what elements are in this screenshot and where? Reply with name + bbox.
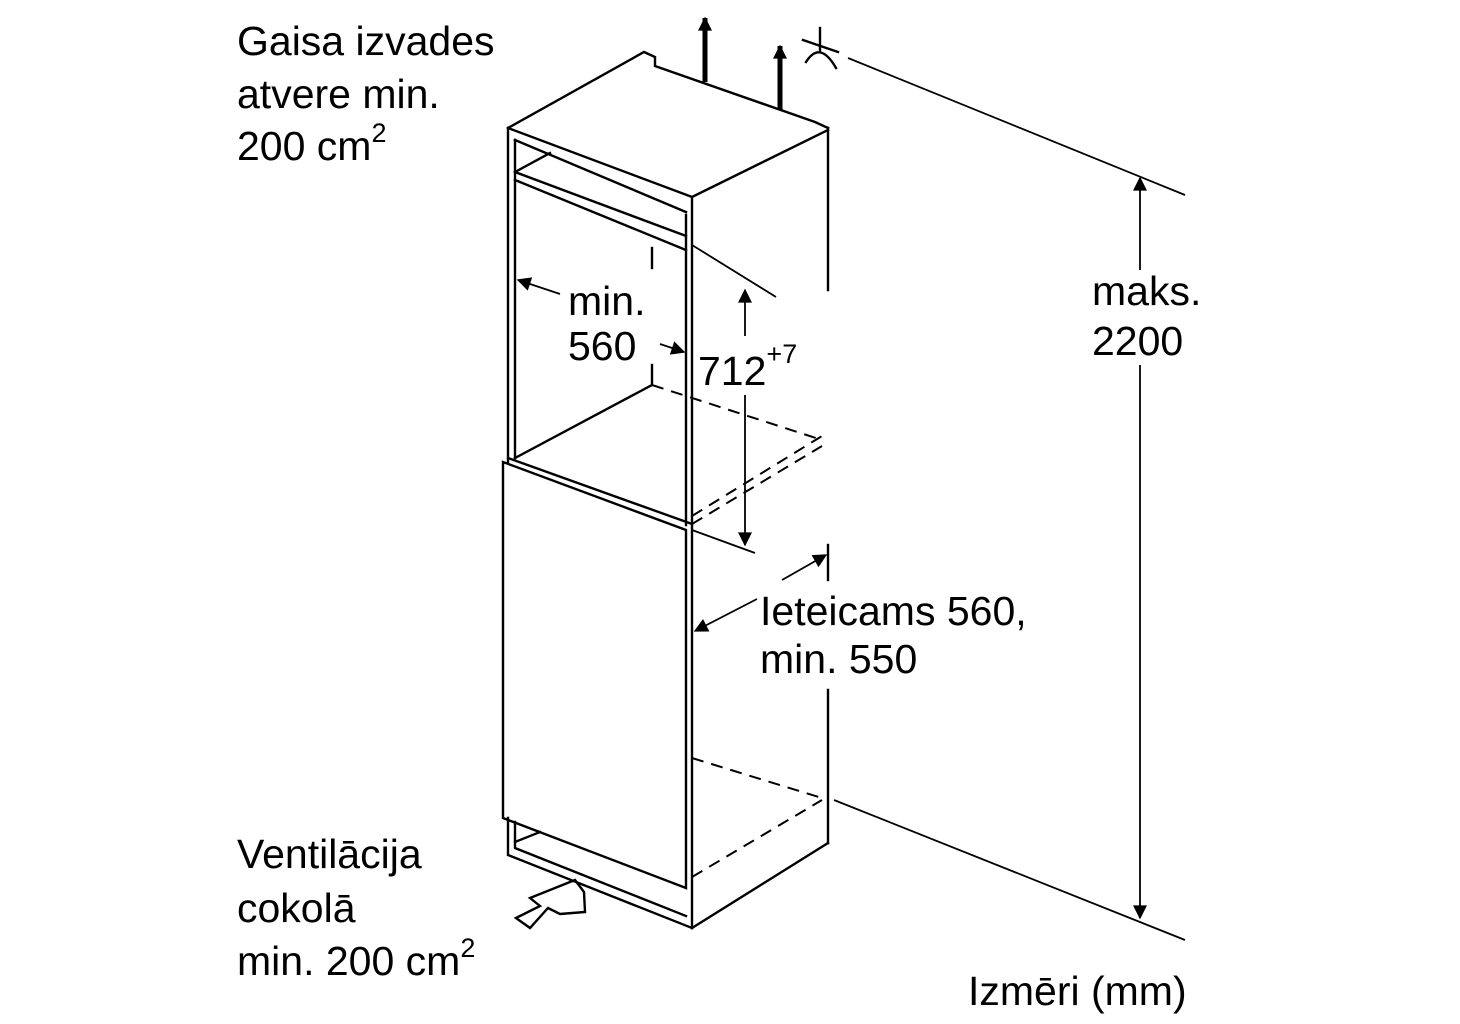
svg-text:2200: 2200 — [1092, 318, 1183, 364]
svg-text:min. 550: min. 550 — [760, 636, 917, 682]
air-outlet-arrows — [698, 16, 787, 110]
units-label: Izmēri (mm) — [968, 968, 1187, 1014]
cabinet-side — [684, 126, 830, 930]
plinth-vent-label: Ventilācija cokolā min. 200 cm2 — [237, 831, 475, 984]
svg-text:560: 560 — [568, 323, 636, 369]
depth-dimension — [693, 554, 828, 632]
air-intake-arrow-icon — [513, 878, 587, 930]
svg-text:min. 200 cm2: min. 200 cm2 — [237, 933, 475, 984]
svg-text:Gaisa izvades: Gaisa izvades — [237, 18, 495, 64]
svg-text:Ventilācija: Ventilācija — [237, 831, 422, 877]
svg-text:cokolā: cokolā — [237, 885, 356, 931]
svg-text:min.: min. — [568, 278, 645, 324]
plinth — [506, 816, 694, 930]
ventilation-symbol-icon — [801, 26, 840, 70]
niche-opening — [506, 126, 688, 464]
niche-height-label: 712+7 — [698, 339, 797, 394]
cabinet-top — [506, 50, 830, 199]
svg-text:maks.: maks. — [1092, 268, 1201, 314]
height-dimension-712 — [691, 244, 777, 554]
svg-text:Ieteicams 560,: Ieteicams 560, — [760, 588, 1027, 634]
svg-text:200 cm2: 200 cm2 — [237, 118, 386, 169]
appliance-door — [501, 456, 694, 890]
niche-width-label: min. 560 — [568, 278, 645, 369]
width-dimension-560 — [516, 277, 686, 355]
max-height-dimension — [833, 57, 1186, 941]
depth-label: Ieteicams 560, min. 550 — [760, 588, 1027, 682]
hidden-lines — [651, 384, 823, 878]
max-height-label: maks. 2200 — [1092, 268, 1201, 364]
svg-text:atvere min.: atvere min. — [237, 71, 440, 117]
air-outlet-label: Gaisa izvades atvere min. 200 cm2 — [237, 18, 495, 169]
